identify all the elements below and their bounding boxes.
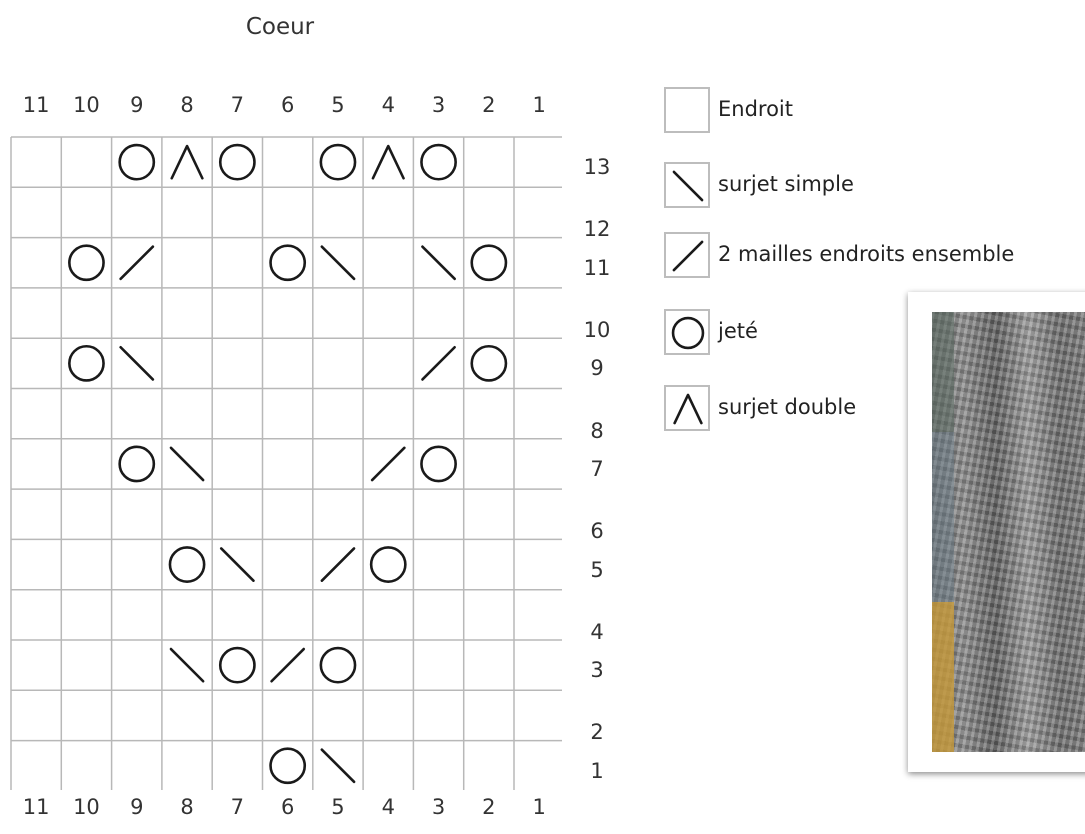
legend-symbol-k2tog: [664, 232, 710, 278]
cell-ssk-r11-c3: [422, 247, 454, 279]
cell-k2tog-r5-c5: [322, 548, 354, 580]
bottom-col-9: 9: [112, 795, 162, 819]
cell-surjet_double-r13-c8: [172, 146, 203, 178]
bottom-col-6: 6: [263, 795, 313, 819]
cell-jete-r5-c8: [170, 547, 204, 581]
legend-icon-surjet_double: [675, 395, 702, 423]
bottom-col-10: 10: [61, 795, 111, 819]
top-col-10: 10: [61, 93, 111, 117]
cell-jete-r13-c9: [120, 145, 154, 179]
cell-jete-r11-c2: [472, 246, 506, 280]
legend-label-surjet_double: surjet double: [718, 395, 856, 419]
legend-symbol-surjet_double: [664, 385, 710, 431]
legend-icon-ssk: [674, 172, 702, 200]
cell-ssk-r7-c8: [171, 448, 203, 480]
top-col-6: 6: [263, 93, 313, 117]
cell-k2tog-r9-c3: [422, 347, 454, 379]
row-num-2: 2: [572, 720, 622, 744]
row-num-8: 8: [572, 419, 622, 443]
legend-symbol-ssk: [664, 162, 710, 208]
top-col-2: 2: [464, 93, 514, 117]
top-col-7: 7: [212, 93, 262, 117]
legend-icon-jete: [673, 318, 703, 348]
cell-k2tog-r7-c4: [372, 448, 404, 480]
knitting-chart-grid: [10, 136, 562, 790]
top-col-5: 5: [313, 93, 363, 117]
top-col-3: 3: [414, 93, 464, 117]
cell-jete-r1-c6: [271, 749, 305, 783]
bottom-col-4: 4: [363, 795, 413, 819]
cell-jete-r7-c9: [120, 447, 154, 481]
row-num-13: 13: [572, 155, 622, 179]
top-col-9: 9: [112, 93, 162, 117]
cell-ssk-r5-c7: [221, 548, 253, 580]
cell-surjet_double-r13-c4: [373, 146, 404, 178]
cell-jete-r13-c3: [421, 145, 455, 179]
cell-ssk-r3-c8: [171, 649, 203, 681]
row-num-3: 3: [572, 658, 622, 682]
cell-jete-r13-c7: [220, 145, 254, 179]
legend-label-k2tog: 2 mailles endroits ensemble: [718, 242, 1014, 266]
top-col-8: 8: [162, 93, 212, 117]
cell-k2tog-r3-c6: [272, 649, 304, 681]
chart-title: Coeur: [200, 14, 360, 40]
cell-jete-r3-c7: [220, 648, 254, 682]
cell-jete-r11-c10: [69, 246, 103, 280]
top-col-4: 4: [363, 93, 413, 117]
row-num-6: 6: [572, 519, 622, 543]
legend-symbol-empty: [664, 87, 710, 133]
bottom-col-2: 2: [464, 795, 514, 819]
row-num-5: 5: [572, 558, 622, 582]
cell-jete-r11-c6: [271, 246, 305, 280]
cell-jete-r9-c2: [472, 346, 506, 380]
cell-jete-r13-c5: [321, 145, 355, 179]
cell-ssk-r9-c9: [121, 347, 153, 379]
row-num-7: 7: [572, 457, 622, 481]
top-col-11: 11: [11, 93, 61, 117]
cell-k2tog-r11-c9: [121, 247, 153, 279]
cell-ssk-r1-c5: [322, 750, 354, 782]
bottom-col-1: 1: [514, 795, 564, 819]
cell-jete-r9-c10: [69, 346, 103, 380]
bottom-col-11: 11: [11, 795, 61, 819]
row-num-1: 1: [572, 759, 622, 783]
knitted-swatch-photo: [932, 312, 1085, 752]
legend-icon-k2tog: [674, 242, 702, 270]
legend-label-empty: Endroit: [718, 97, 793, 121]
row-num-9: 9: [572, 356, 622, 380]
row-num-4: 4: [572, 620, 622, 644]
bottom-col-7: 7: [212, 795, 262, 819]
legend-label-ssk: surjet simple: [718, 172, 854, 196]
bottom-col-8: 8: [162, 795, 212, 819]
bottom-col-3: 3: [414, 795, 464, 819]
row-num-11: 11: [572, 256, 622, 280]
cell-jete-r5-c4: [371, 547, 405, 581]
cell-jete-r7-c3: [421, 447, 455, 481]
bottom-col-5: 5: [313, 795, 363, 819]
legend-label-jete: jeté: [718, 319, 758, 343]
legend-symbol-jete: [664, 309, 710, 355]
row-num-10: 10: [572, 318, 622, 342]
cell-ssk-r11-c5: [322, 247, 354, 279]
row-num-12: 12: [572, 217, 622, 241]
cell-jete-r3-c5: [321, 648, 355, 682]
top-col-1: 1: [514, 93, 564, 117]
